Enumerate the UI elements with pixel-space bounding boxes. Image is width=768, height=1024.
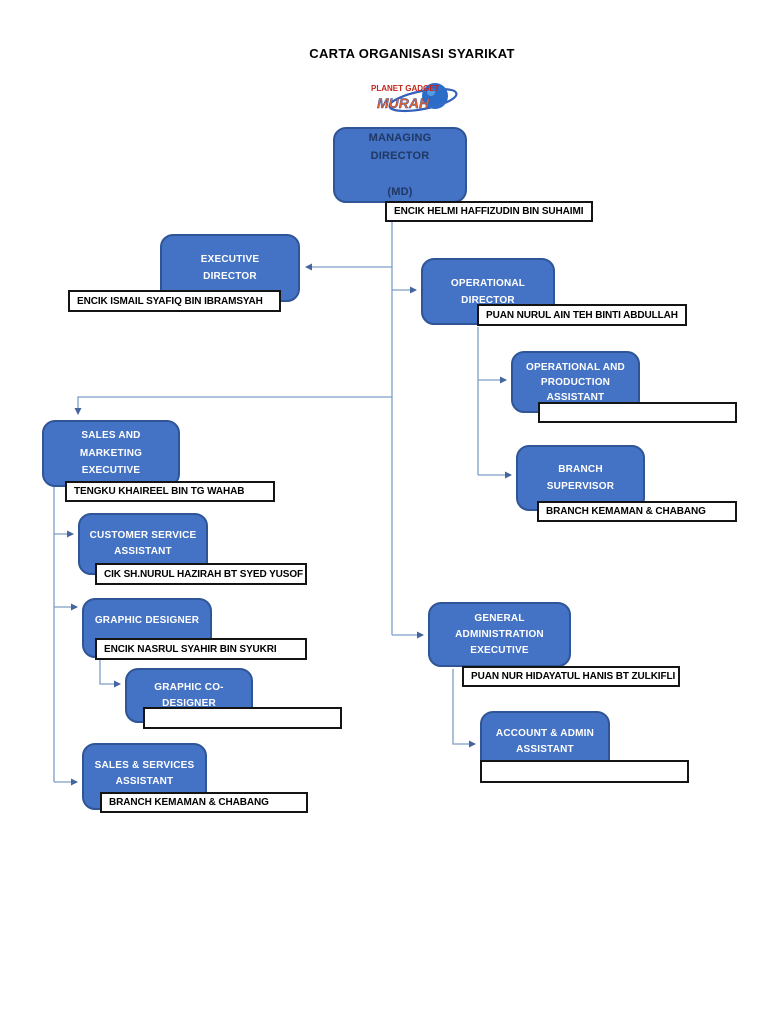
planet-icon <box>388 83 458 113</box>
connector-to-sales-marketing <box>74 396 392 415</box>
node-title: EXECUTIVE DIRECTOR <box>200 254 260 282</box>
node-sales-marketing-executive: SALES AND MARKETING EXECUTIVE <box>42 420 180 487</box>
namebox-account-admin-assistant <box>480 760 689 783</box>
logo-text-top: PLANET GADGET <box>371 84 440 93</box>
node-managing-director: MANAGING DIRECTOR (MD) <box>333 127 467 203</box>
node-title: GRAPHIC CO- DESIGNER <box>154 681 224 709</box>
node-title: OPERATIONAL AND PRODUCTION ASSISTANT <box>526 361 625 403</box>
namebox-sales-marketing-executive: TENGKU KHAIREEL BIN TG WAHAB <box>65 481 275 502</box>
node-title: SALES & SERVICES ASSISTANT <box>94 760 195 787</box>
node-title: CUSTOMER SERVICE ASSISTANT <box>89 530 197 557</box>
namebox-customer-service-assistant: CIK SH.NURUL HAZIRAH BT SYED YUSOF <box>95 563 307 585</box>
node-title: BRANCH SUPERVISOR <box>546 464 615 492</box>
node-title: ACCOUNT & ADMIN ASSISTANT <box>495 727 595 755</box>
namebox-operational-director: PUAN NURUL AIN TEH BINTI ABDULLAH <box>477 304 687 326</box>
node-title: GRAPHIC DESIGNER <box>94 615 200 626</box>
namebox-managing-director: ENCIK HELMI HAFFIZUDIN BIN SUHAIMI <box>385 201 593 222</box>
node-title: MANAGING DIRECTOR (MD) <box>368 131 432 199</box>
namebox-executive-director: ENCIK ISMAIL SYAFIQ BIN IBRAMSYAH <box>68 290 281 312</box>
node-title: GENERAL ADMINISTRATION EXECUTIVE <box>455 612 544 656</box>
namebox-graphic-designer: ENCIK NASRUL SYAHIR BIN SYUKRI <box>95 638 307 660</box>
namebox-sales-services-assistant: BRANCH KEMAMAN & CHABANG <box>100 792 308 813</box>
namebox-operational-production-assistant <box>538 402 737 423</box>
connector-to-account-admin <box>452 669 476 748</box>
connector-to-graphic-co-designer <box>99 658 121 688</box>
node-general-administration-executive: GENERAL ADMINISTRATION EXECUTIVE <box>428 602 571 667</box>
namebox-graphic-co-designer <box>143 707 342 729</box>
node-title: SALES AND MARKETING EXECUTIVE <box>79 430 143 477</box>
namebox-general-administration-executive: PUAN NUR HIDAYATUL HANIS BT ZULKIFLI <box>462 666 680 687</box>
logo-text-bottom: MURAH <box>377 95 430 111</box>
page-title: CARTA ORGANISASI SYARIKAT <box>309 46 515 61</box>
node-title: OPERATIONAL DIRECTOR <box>450 277 526 306</box>
namebox-branch-supervisor: BRANCH KEMAMAN & CHABANG <box>537 501 737 522</box>
company-logo: PLANET GADGET MURAH <box>367 79 461 119</box>
